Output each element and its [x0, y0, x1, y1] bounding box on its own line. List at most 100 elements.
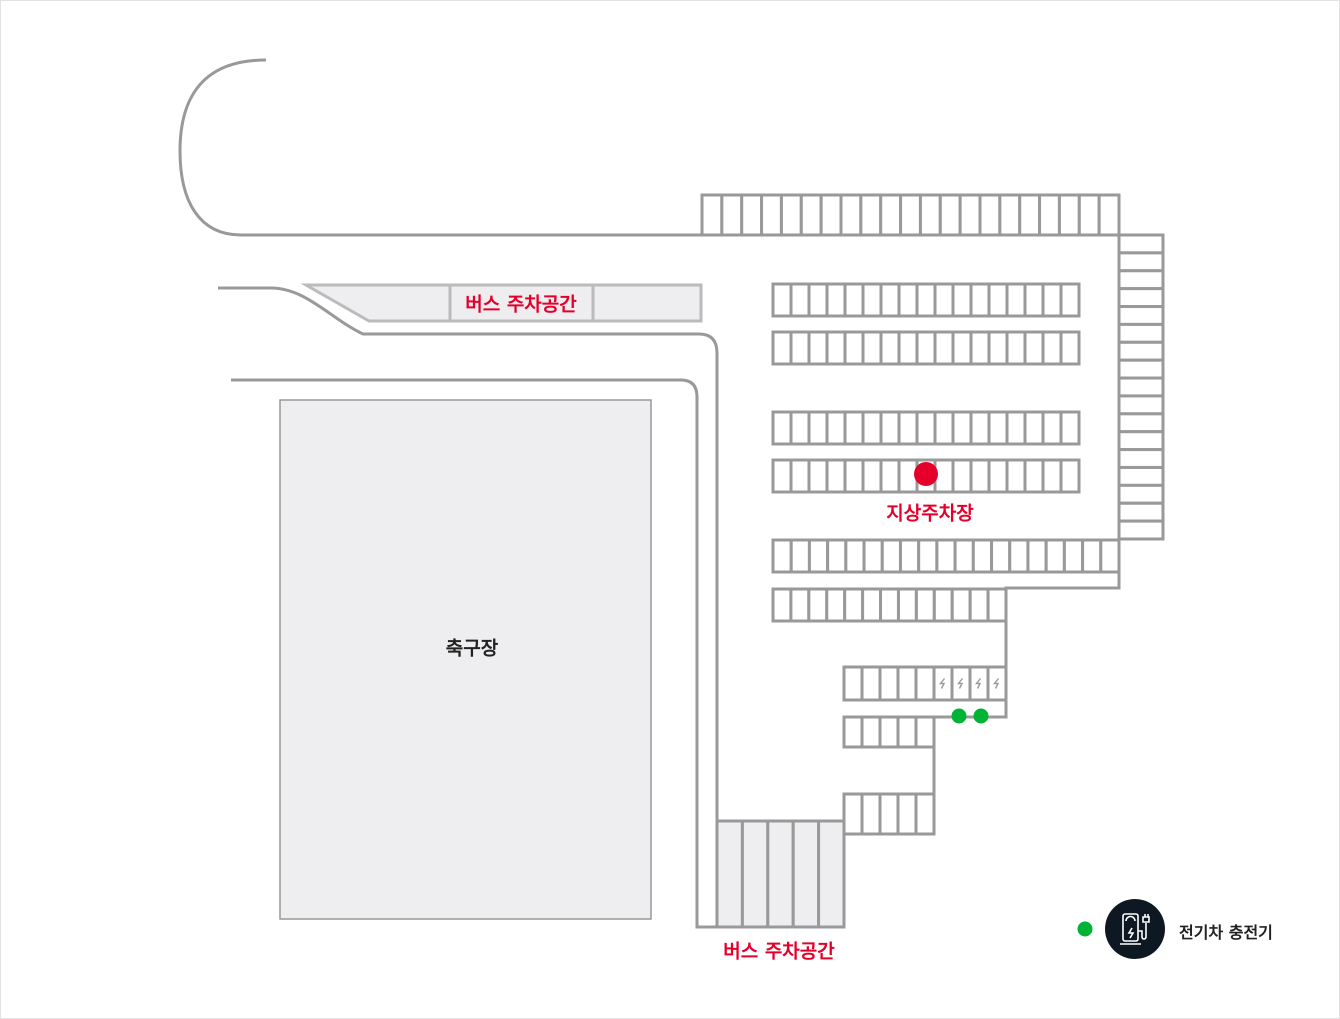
parking-stall[interactable]	[766, 819, 795, 929]
parking-stall[interactable]	[897, 410, 919, 446]
parking-stall[interactable]	[843, 587, 865, 623]
parking-stall[interactable]	[986, 587, 1008, 623]
parking-stall[interactable]	[1117, 412, 1165, 434]
parking-stall[interactable]	[896, 665, 918, 702]
parking-stall[interactable]	[1077, 193, 1101, 237]
parking-stall[interactable]	[807, 282, 829, 318]
parking-stall[interactable]	[825, 587, 847, 623]
parking-stall[interactable]	[933, 282, 955, 318]
parking-stall[interactable]	[1097, 193, 1121, 237]
parking-stall[interactable]	[791, 819, 821, 929]
parking-stall[interactable]	[878, 665, 900, 702]
parking-stall[interactable]	[826, 538, 848, 574]
parking-stall[interactable]	[953, 538, 975, 574]
parking-stall[interactable]	[1005, 330, 1027, 366]
parking-stall[interactable]	[771, 410, 793, 446]
parking-stall[interactable]	[843, 330, 865, 366]
parking-stall[interactable]	[897, 282, 919, 318]
parking-stall[interactable]	[842, 715, 864, 749]
parking-stall[interactable]	[1117, 465, 1165, 487]
parking-stall[interactable]	[914, 587, 936, 623]
parking-stall[interactable]	[825, 282, 847, 318]
parking-stall[interactable]	[1018, 193, 1042, 237]
parking-stall[interactable]	[1062, 538, 1085, 574]
parking-stall[interactable]	[879, 587, 900, 623]
parking-stall[interactable]	[879, 330, 901, 366]
parking-stall[interactable]	[1117, 251, 1165, 273]
parking-stall[interactable]	[879, 282, 901, 318]
parking-stall[interactable]	[1038, 193, 1061, 237]
parking-stall[interactable]	[825, 458, 847, 494]
parking-stall[interactable]	[990, 538, 1012, 574]
parking-stall[interactable]	[1117, 358, 1165, 380]
parking-stall[interactable]	[799, 193, 823, 237]
parking-stall[interactable]	[933, 410, 955, 446]
parking-stall[interactable]	[1057, 193, 1081, 237]
parking-stall[interactable]	[843, 458, 865, 494]
parking-stall[interactable]	[1099, 538, 1121, 574]
parking-stall[interactable]	[1059, 282, 1081, 318]
parking-stall[interactable]	[807, 587, 829, 623]
parking-stall[interactable]	[935, 538, 957, 574]
parking-stall[interactable]	[860, 715, 882, 749]
parking-stall[interactable]	[1023, 410, 1045, 446]
parking-stall[interactable]	[1008, 538, 1030, 574]
parking-stall[interactable]	[951, 458, 973, 494]
parking-stall[interactable]	[860, 792, 882, 836]
parking-stall[interactable]	[807, 410, 829, 446]
parking-stall[interactable]	[968, 587, 990, 623]
parking-stall[interactable]	[914, 665, 936, 702]
parking-stall[interactable]	[861, 282, 883, 318]
ev-charger-marker[interactable]	[951, 708, 967, 724]
parking-stall[interactable]	[897, 330, 919, 366]
parking-stall[interactable]	[896, 715, 918, 749]
parking-stall[interactable]	[1117, 394, 1165, 416]
parking-stall[interactable]	[969, 282, 991, 318]
parking-stall[interactable]	[969, 410, 991, 446]
parking-stall[interactable]	[918, 193, 942, 237]
parking-stall[interactable]	[1059, 330, 1081, 366]
parking-stall[interactable]	[951, 330, 973, 366]
parking-stall[interactable]	[879, 193, 903, 237]
parking-stall[interactable]	[861, 587, 883, 623]
parking-stall[interactable]	[779, 193, 803, 237]
surface-parking-marker[interactable]	[914, 462, 938, 486]
parking-stall[interactable]	[825, 330, 847, 366]
parking-stall[interactable]	[1117, 483, 1165, 505]
parking-stall[interactable]	[720, 193, 744, 237]
parking-stall[interactable]	[1023, 282, 1045, 318]
parking-stall[interactable]	[771, 587, 793, 623]
parking-stall[interactable]	[1044, 538, 1066, 574]
parking-stall[interactable]	[969, 458, 991, 494]
parking-stall[interactable]	[789, 538, 811, 574]
parking-stall[interactable]	[1117, 519, 1165, 541]
parking-stall[interactable]	[789, 458, 811, 494]
parking-stall[interactable]	[1005, 282, 1027, 318]
parking-stall[interactable]	[978, 193, 1002, 237]
parking-stall[interactable]	[700, 193, 724, 237]
parking-stall[interactable]	[740, 193, 764, 237]
parking-stall[interactable]	[1117, 376, 1165, 398]
parking-stall[interactable]	[1023, 458, 1045, 494]
parking-stall[interactable]	[715, 819, 744, 929]
parking-stall[interactable]	[1117, 501, 1165, 523]
parking-stall[interactable]	[987, 282, 1009, 318]
parking-stall[interactable]	[1026, 538, 1048, 574]
parking-stall[interactable]	[771, 458, 793, 494]
parking-stall[interactable]	[879, 410, 901, 446]
parking-stall[interactable]	[1117, 269, 1165, 291]
parking-stall[interactable]	[843, 410, 865, 446]
parking-stall[interactable]	[915, 282, 937, 318]
parking-stall[interactable]	[1117, 322, 1165, 344]
parking-stall[interactable]	[987, 458, 1009, 494]
parking-stall[interactable]	[971, 538, 994, 574]
parking-stall[interactable]	[938, 193, 962, 237]
parking-stall[interactable]	[807, 330, 829, 366]
parking-stall[interactable]	[1041, 410, 1063, 446]
parking-stall[interactable]	[859, 193, 883, 237]
parking-stall[interactable]	[861, 458, 883, 494]
parking-stall[interactable]	[844, 538, 866, 574]
parking-stall[interactable]	[1005, 410, 1027, 446]
parking-stall[interactable]	[1059, 410, 1081, 446]
parking-stall[interactable]	[740, 819, 770, 929]
